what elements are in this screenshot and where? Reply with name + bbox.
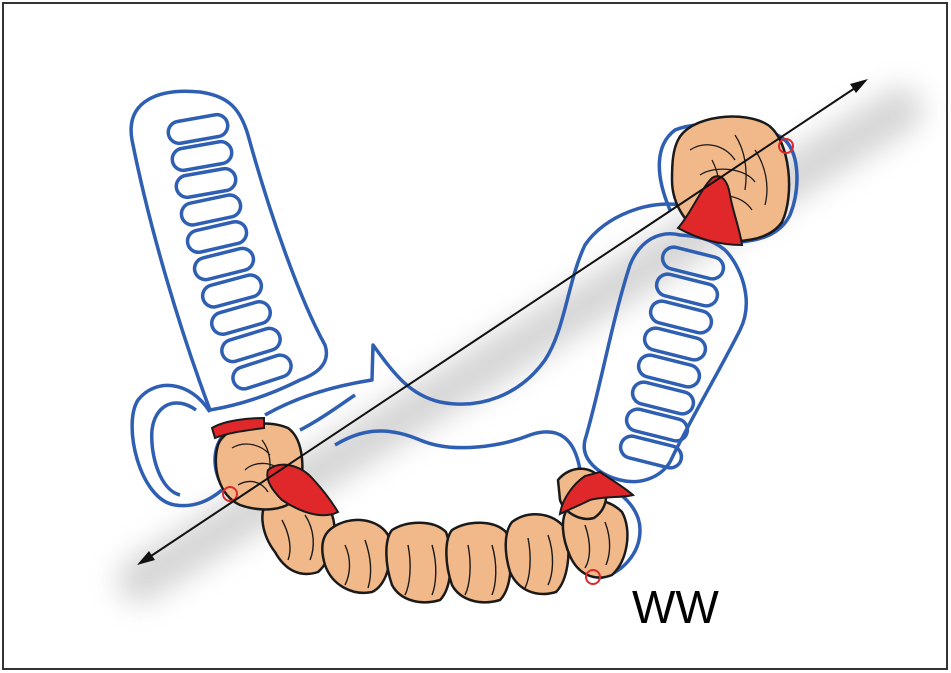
figure-label: WW bbox=[632, 581, 719, 633]
tooth-right-central-incisor bbox=[506, 514, 569, 594]
tooth-left-lateral-incisor bbox=[386, 523, 450, 603]
tooth-right-lateral-incisor bbox=[446, 523, 510, 603]
